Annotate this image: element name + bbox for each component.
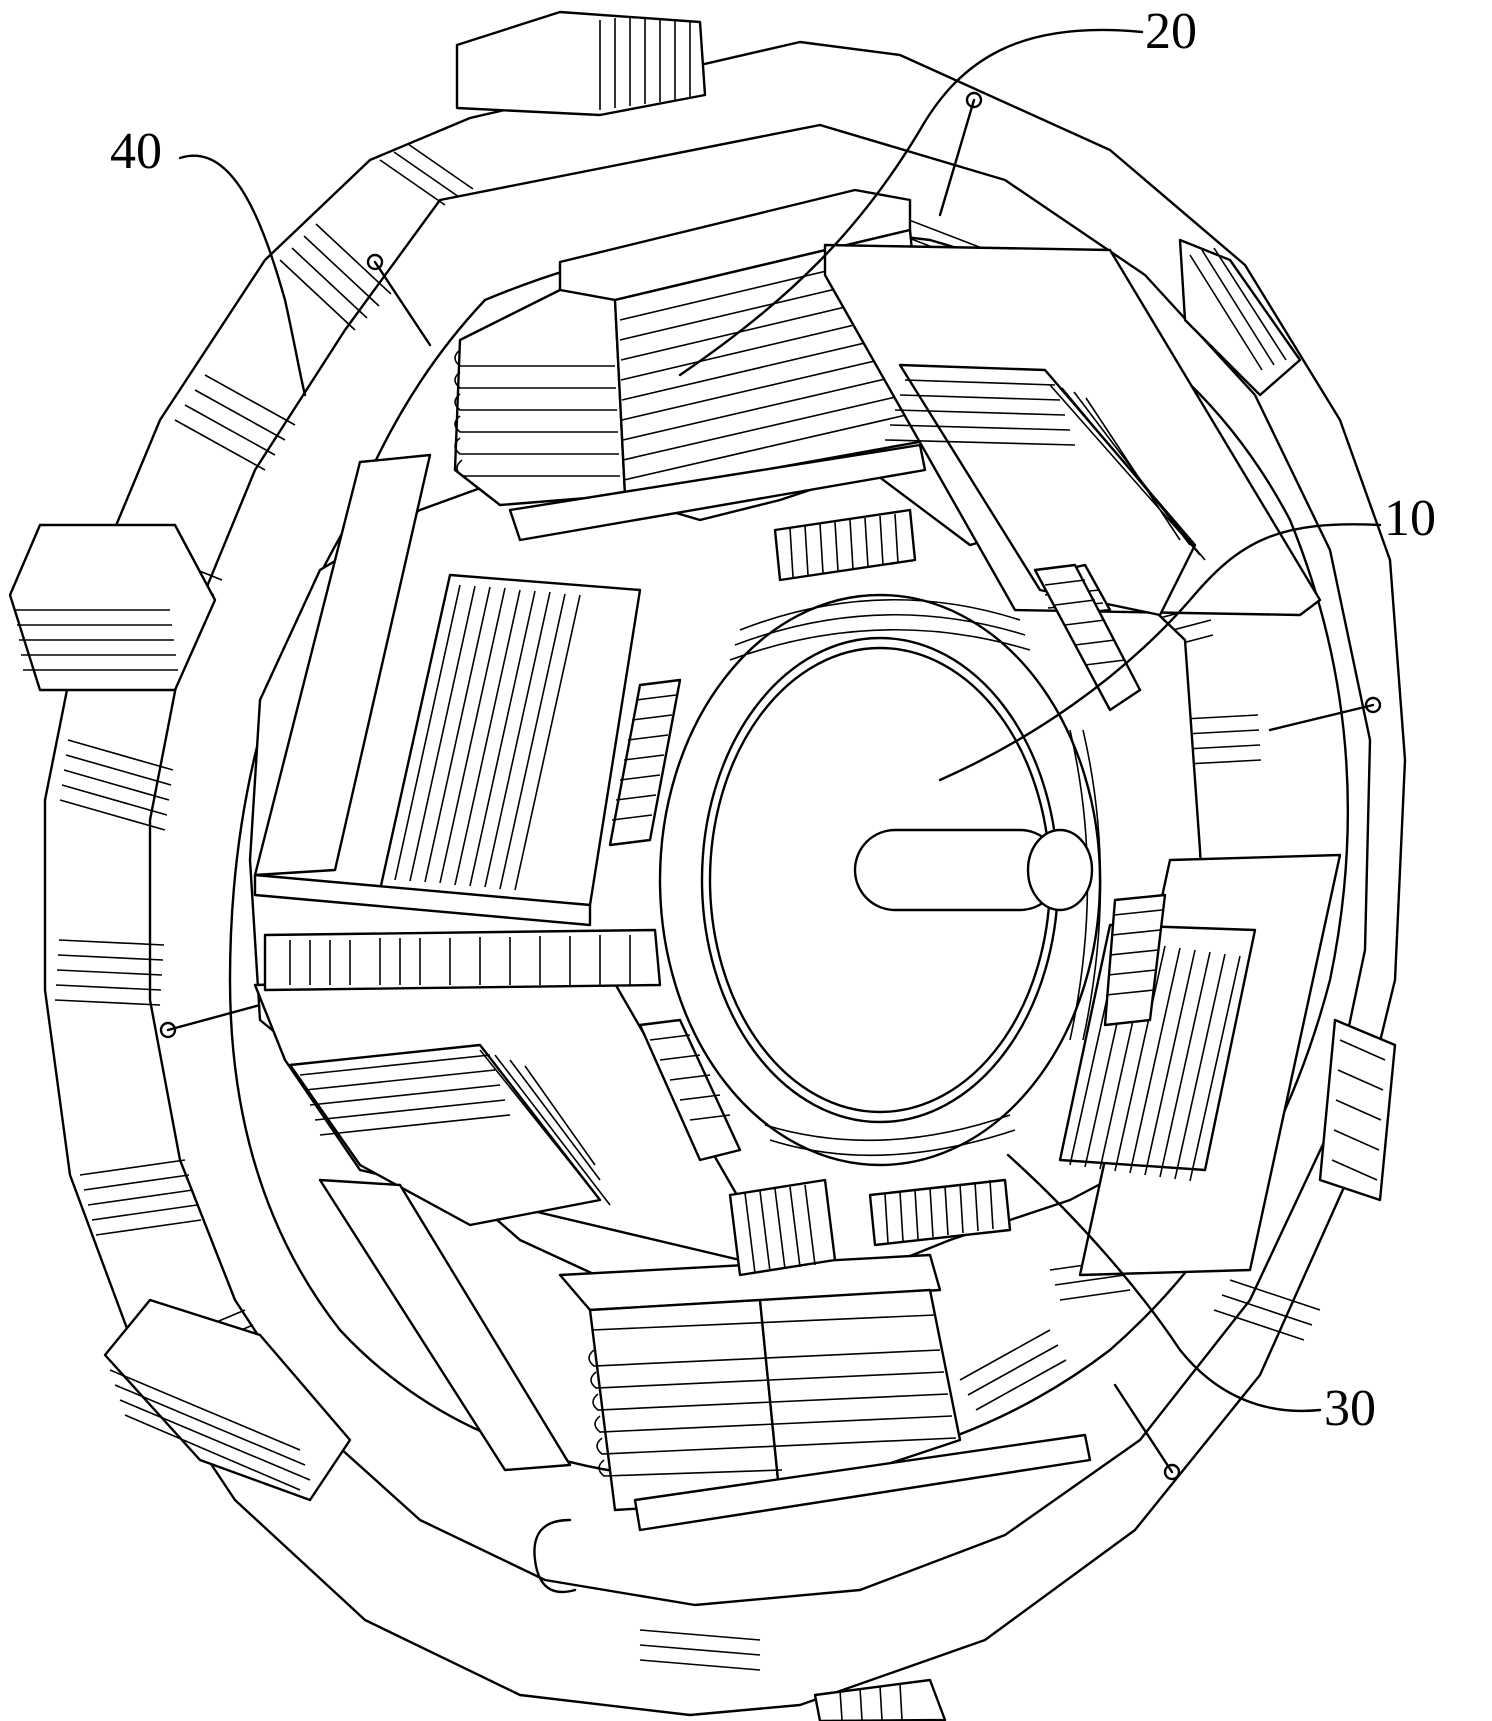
label-30: 30 (1324, 1380, 1376, 1437)
leader-line-30 (1006, 1153, 1322, 1413)
label-40: 40 (110, 123, 162, 180)
leader-line-20 (678, 28, 1144, 377)
label-20: 20 (1145, 3, 1197, 60)
coil-bottom (558, 1253, 1092, 1532)
rotor-shaft (708, 646, 1094, 1114)
mounting-pins (159, 91, 1382, 1594)
callouts: 20 10 30 40 (110, 3, 1436, 1437)
coil-top (453, 188, 932, 542)
coil-left (253, 453, 642, 927)
leader-line-10 (938, 523, 1382, 782)
label-10: 10 (1384, 490, 1436, 547)
leader-line-40 (178, 154, 307, 397)
outer-magnet-blocks (8, 10, 1397, 1721)
stator-coils (253, 188, 1342, 1532)
